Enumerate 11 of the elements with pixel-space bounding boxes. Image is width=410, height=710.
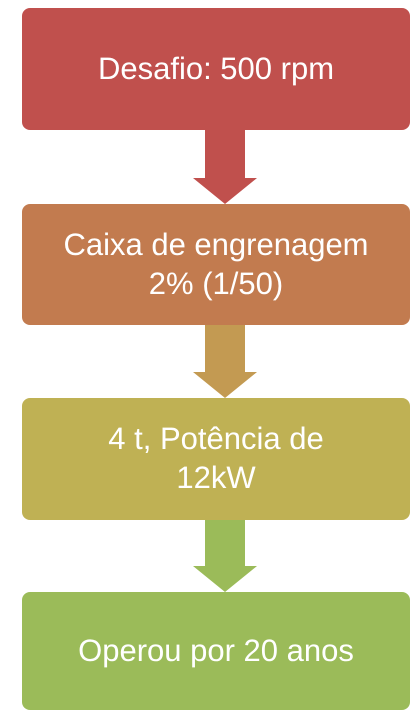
arrow — [193, 325, 257, 398]
box-label: Operou por 20 anos — [78, 632, 354, 670]
process-box — [22, 8, 410, 130]
arrow — [193, 130, 257, 204]
arrow — [193, 520, 257, 592]
process-box — [22, 398, 410, 520]
process-box — [22, 204, 410, 325]
process-box — [22, 592, 410, 710]
box-label: 4 t, Potência de 12kW — [107, 420, 325, 497]
box-label: Caixa de engrenagem 2% (1/50) — [62, 226, 370, 302]
box-label: Desafio: 500 rpm — [98, 50, 334, 88]
